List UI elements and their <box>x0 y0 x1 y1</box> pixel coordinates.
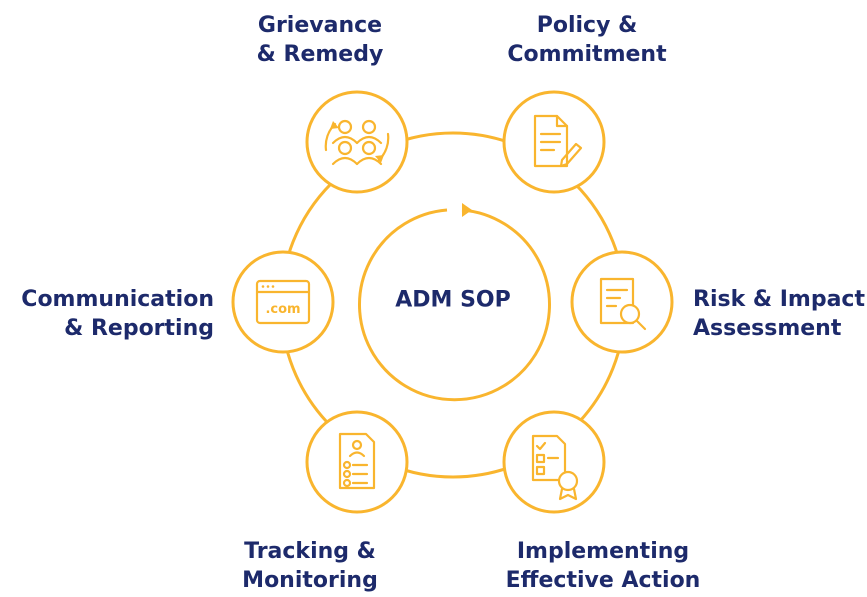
people-cycle-icon <box>324 119 390 166</box>
label-policy: Policy & Commitment <box>507 13 667 67</box>
node-tracking <box>305 410 409 514</box>
node-policy <box>502 90 606 194</box>
arrow-head-icon <box>462 203 472 217</box>
label-implementing: Implementing Effective Action <box>505 539 701 593</box>
label-risk: Risk & Impact Assessment <box>693 287 865 341</box>
browser-window-icon <box>255 279 311 325</box>
node-implementing <box>502 410 606 514</box>
label-tracking: Tracking & Monitoring <box>242 539 378 593</box>
label-grievance: Grievance & Remedy <box>256 13 384 67</box>
label-communication: Communication & Reporting <box>21 287 214 341</box>
node-risk <box>570 250 674 354</box>
document-search-icon <box>599 277 647 331</box>
center-title: ADM SOP <box>395 287 511 313</box>
checklist-award-icon <box>531 434 579 501</box>
inner-cycle-arrow <box>358 208 551 402</box>
com-text: .com <box>265 302 300 317</box>
node-grievance <box>305 90 409 194</box>
node-communication: .com <box>231 250 335 354</box>
profile-checklist-icon <box>338 432 376 490</box>
document-pen-icon <box>533 114 583 168</box>
